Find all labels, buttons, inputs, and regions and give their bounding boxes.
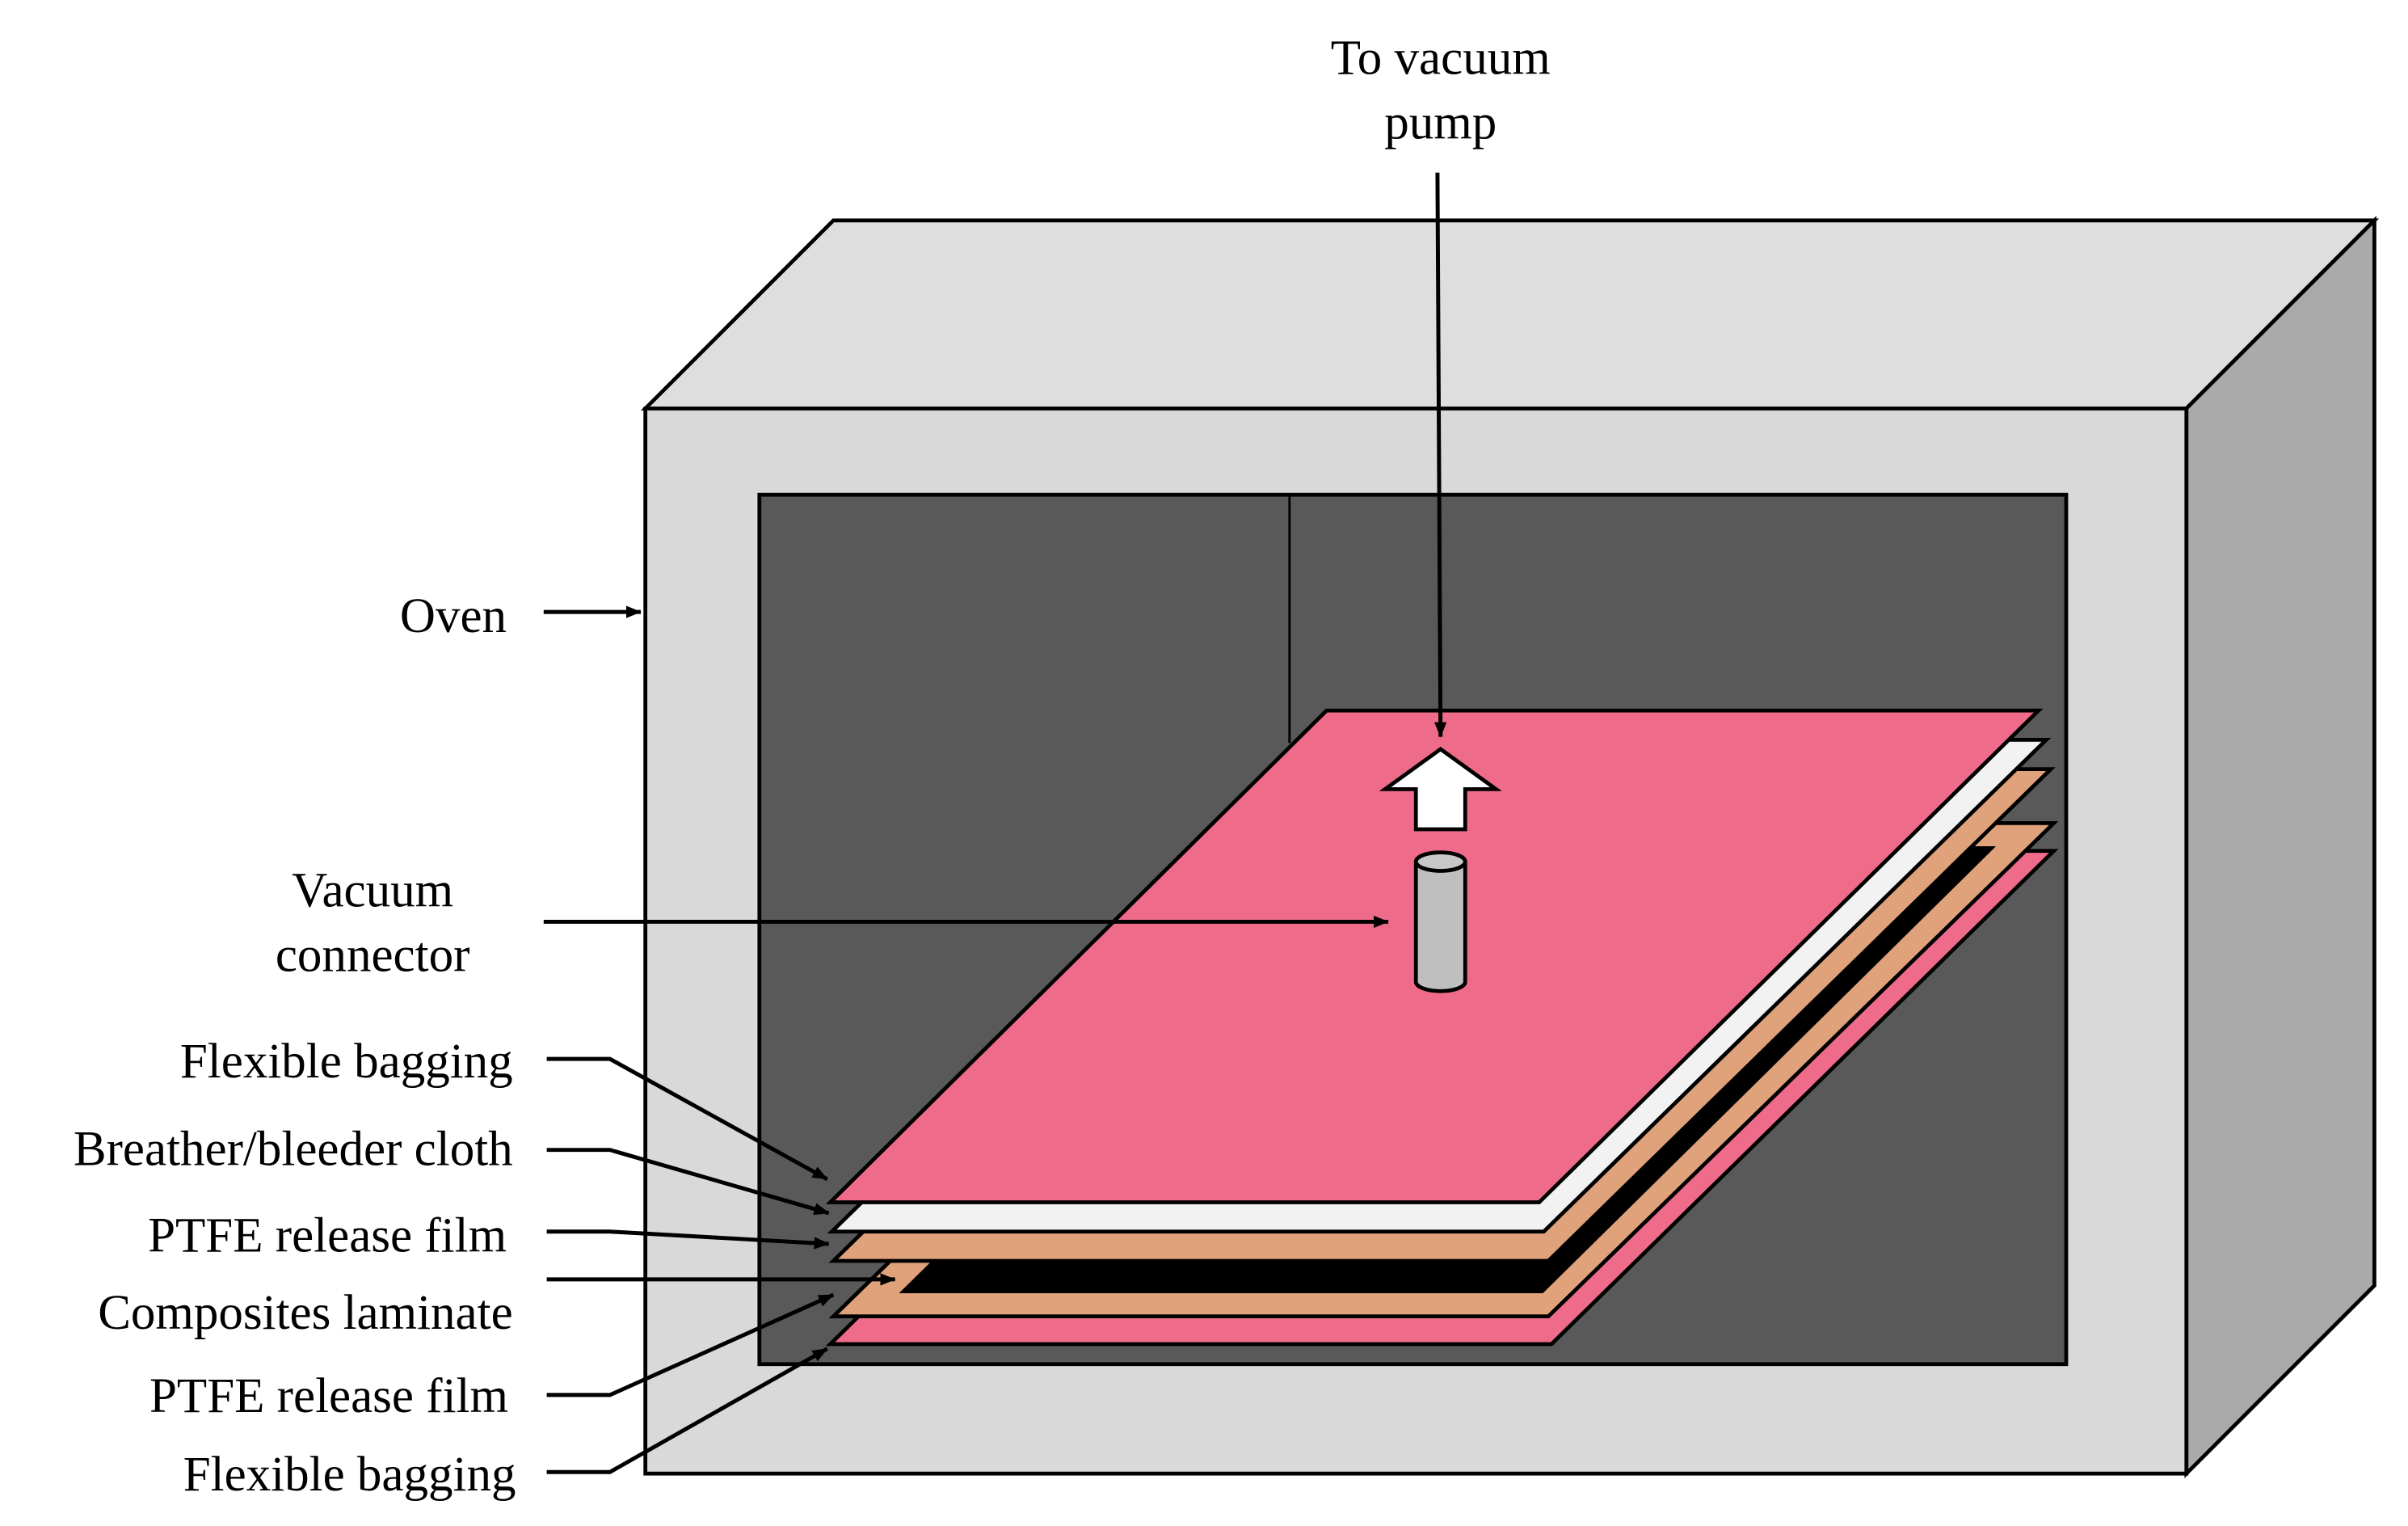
leader-breather-cloth <box>546 1148 830 1216</box>
label-vacuum-connector-line1: Vacuum <box>292 863 453 917</box>
cylinder-icon <box>1413 862 1467 993</box>
label-flexible-bagging-bottom: Flexible bagging <box>183 1448 516 1502</box>
leader-lines <box>543 172 1447 1474</box>
oven-top-face <box>640 218 2380 411</box>
label-flexible-bagging-top: Flexible bagging <box>180 1035 513 1089</box>
label-oven: Oven <box>400 589 507 643</box>
label-to-vacuum-pump-line2: pump <box>1384 96 1497 150</box>
leader-to-vacuum-pump <box>1434 172 1447 738</box>
label-breather-bleeder-cloth: Breather/bleeder cloth <box>74 1123 513 1177</box>
label-ptfe-release-film-top: PTFE release film <box>148 1209 507 1263</box>
leader-ptfe-film-top <box>546 1229 830 1250</box>
label-ptfe-release-film-bottom: PTFE release film <box>149 1369 508 1423</box>
cylinder-top <box>1413 850 1467 873</box>
labels: To vacuum pump Oven Vacuum connector Fle… <box>74 32 1551 1503</box>
oven-side-face <box>2184 215 2376 1478</box>
leader-flexible-bagging-bottom <box>546 1347 828 1474</box>
label-composites-laminate: Composites laminate <box>98 1286 512 1340</box>
up-arrow-icon <box>1379 746 1502 832</box>
leader-ptfe-film-bottom <box>546 1292 835 1397</box>
leader-flexible-bagging-top <box>546 1056 828 1182</box>
label-to-vacuum-pump-line1: To vacuum <box>1331 32 1551 86</box>
vacuum-connector <box>1413 850 1467 993</box>
label-vacuum-connector-line2: connector <box>276 928 470 982</box>
